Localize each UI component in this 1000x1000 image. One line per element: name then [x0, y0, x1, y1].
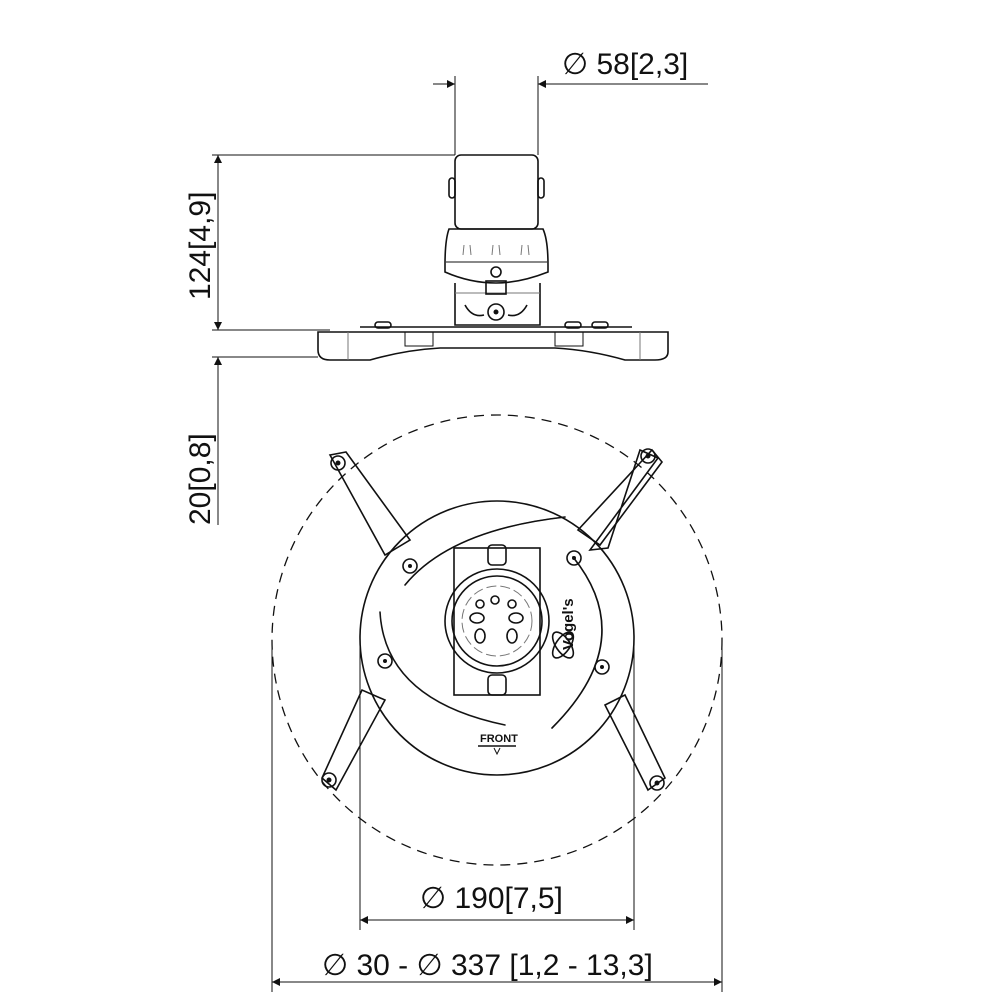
adjustment-range-circle [271, 414, 723, 866]
front-label: FRONT [480, 733, 518, 745]
brand-logo: Vogel's [551, 598, 577, 659]
dimension-label-337: ∅ 30 - ∅ 337 [1,2 - 13,3] [322, 949, 653, 982]
brand-label: Vogel's [560, 598, 577, 650]
dimension-height: 124[4,9] [184, 154, 455, 358]
mount-side-view [317, 154, 669, 361]
mount-plan-view: Vogel's FRONT [271, 414, 723, 866]
dimension-plate-thickness: 20[0,8] [184, 357, 222, 525]
arms [321, 448, 667, 792]
mounting-plate [359, 500, 635, 776]
dimension-label-124: 124[4,9] [184, 192, 217, 300]
dimension-label-190: ∅ 190[7,5] [420, 882, 563, 915]
dimension-label-20: 20[0,8] [184, 433, 217, 525]
dimension-span-range: ∅ 30 - ∅ 337 [1,2 - 13,3] [271, 640, 723, 992]
dimension-plate-diameter: ∅ 190[7,5] [359, 640, 635, 930]
dimension-label-58: ∅ 58[2,3] [562, 48, 688, 81]
dimension-column-diameter: ∅ 58[2,3] [433, 48, 708, 155]
